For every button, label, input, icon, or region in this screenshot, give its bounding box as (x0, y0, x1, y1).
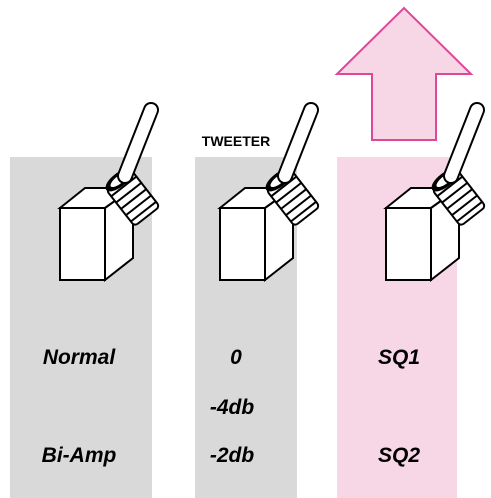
mode-position-normal: Normal (43, 346, 117, 369)
sq-position-sq1: SQ1 (378, 346, 420, 369)
tweeter-position-minus-2db: -2db (210, 444, 255, 467)
tweeter-position-0: 0 (230, 346, 242, 369)
sq-position-sq2: SQ2 (378, 444, 420, 467)
tweeter-position-minus-4db: -4db (210, 396, 255, 419)
up-arrow (334, 6, 474, 141)
mode-position-bi-amp: Bi-Amp (42, 444, 117, 467)
tweeter-header: TWEETER (202, 133, 270, 149)
